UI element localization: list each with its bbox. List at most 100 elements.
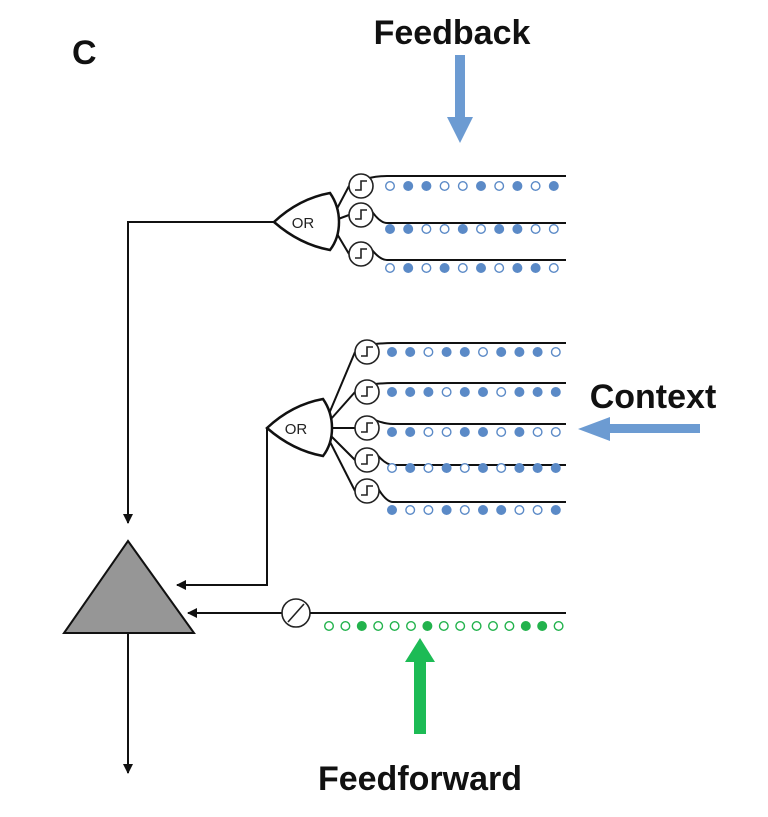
step-function-icon [354,415,380,441]
inactive-synapse [488,621,499,632]
inactive-synapse [471,621,482,632]
active-synapse [405,463,416,474]
inactive-synapse [423,505,434,516]
inactive-synapse [423,427,434,438]
panel-label: C [72,34,97,72]
active-synapse [478,505,489,516]
active-synapse [478,463,489,474]
inactive-synapse [389,621,400,632]
active-synapse [550,463,561,474]
active-synapse [439,263,450,274]
or-gate-top: OR [272,191,341,252]
inactive-synapse [496,463,507,474]
inactive-synapse [373,621,384,632]
step-function-icon [354,478,380,504]
feedback-synapse-row [385,223,559,234]
context-dendrite [374,419,566,425]
inactive-synapse [439,223,450,234]
active-synapse [496,505,507,516]
active-synapse [512,180,523,191]
active-synapse [512,223,523,234]
active-synapse [496,347,507,358]
context-synapse-row [387,387,561,398]
active-synapse [514,427,525,438]
feedforward-arrow [405,638,435,734]
step-function-icon [354,379,380,405]
inactive-synapse [548,263,559,274]
active-synapse [403,223,414,234]
inactive-synapse [504,621,515,632]
feedback-synapse-row [385,263,559,274]
or-gate-middle-label: OR [285,421,308,438]
inactive-synapse [455,621,466,632]
feedback-dendrite [368,175,566,179]
active-synapse [514,387,525,398]
active-synapse [403,180,414,191]
active-synapse [441,463,452,474]
inactive-synapse [441,387,452,398]
inactive-synapse [340,621,351,632]
active-synapse [387,347,398,358]
inactive-synapse [423,463,434,474]
active-synapse [356,621,367,632]
inactive-synapse [457,180,468,191]
inactive-synapse [548,223,559,234]
inactive-synapse [553,621,564,632]
step-function-icon [348,173,374,199]
active-synapse [494,223,505,234]
active-synapse [403,263,414,274]
context-dendrite [374,342,566,345]
active-synapse [550,387,561,398]
active-synapse [530,263,541,274]
inactive-synapse [550,427,561,438]
inactive-synapse [387,463,398,474]
inactive-synapse [457,263,468,274]
inactive-synapse [423,347,434,358]
context-synapse-row [387,463,561,474]
step-function-icon [348,241,374,267]
inactive-synapse [514,505,525,516]
context-dendrite [374,382,566,385]
active-synapse [441,505,452,516]
context-dendrite [374,482,566,503]
feedback-dendrite [368,245,566,261]
active-synapse [476,263,487,274]
synapse-dots [324,180,564,632]
active-synapse [512,263,523,274]
step-function-icon [348,202,374,228]
feedback-synapse-row [385,180,559,191]
inactive-synapse [385,263,396,274]
active-synapse [520,621,531,632]
inactive-synapse [530,180,541,191]
active-synapse [387,505,398,516]
active-synapse [385,223,396,234]
inactive-synapse [532,427,543,438]
active-synapse [459,427,470,438]
or-gate-top-label: OR [292,215,315,232]
active-synapse [459,347,470,358]
dendrite-lines [322,173,566,504]
inactive-synapse [530,223,541,234]
active-synapse [459,387,470,398]
context-synapse-row [387,505,561,516]
linear-unit-icon [281,598,311,628]
feedforward-synapse-row [324,621,564,632]
inactive-synapse [421,223,432,234]
inactive-synapse [494,263,505,274]
inactive-synapse [405,505,416,516]
active-synapse [422,621,433,632]
active-synapse [532,463,543,474]
feedforward-label: Feedforward [318,760,522,798]
step-function-icon [354,447,380,473]
feedback-label: Feedback [374,14,531,52]
inactive-synapse [441,427,452,438]
step-function-icon [354,339,380,365]
active-synapse [532,347,543,358]
active-synapse [405,387,416,398]
inactive-synapse [532,505,543,516]
active-synapse [537,621,548,632]
inactive-synapse [478,347,489,358]
inactive-synapse [459,463,470,474]
inactive-synapse [324,621,335,632]
